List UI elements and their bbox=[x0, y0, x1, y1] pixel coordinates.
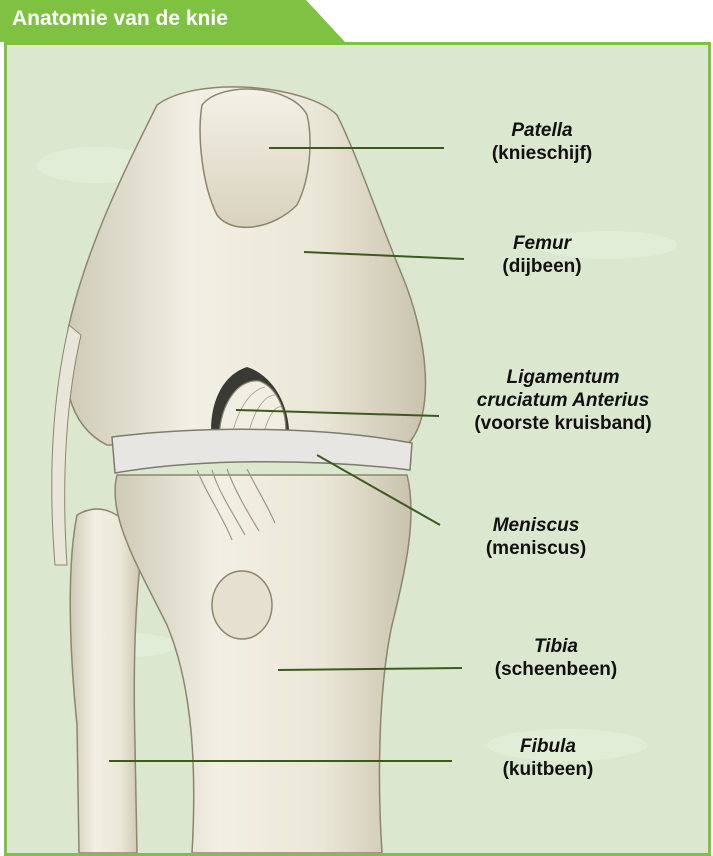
label-tibia-latin: Tibia bbox=[441, 635, 671, 658]
patella-bone bbox=[200, 89, 310, 227]
label-fibula-dutch: (kuitbeen) bbox=[433, 758, 663, 781]
label-patella: Patella (knieschijf) bbox=[427, 119, 657, 165]
fibula-bone bbox=[70, 509, 142, 853]
label-acl-latin-1: Ligamentum bbox=[433, 366, 693, 389]
label-femur-dutch: (dijbeen) bbox=[427, 255, 657, 278]
label-acl-dutch: (voorste kruisband) bbox=[433, 412, 693, 435]
meniscus-band bbox=[112, 429, 412, 473]
label-femur: Femur (dijbeen) bbox=[427, 232, 657, 278]
knee-illustration bbox=[7, 45, 708, 853]
label-fibula-latin: Fibula bbox=[433, 735, 663, 758]
label-tibia-dutch: (scheenbeen) bbox=[441, 658, 671, 681]
title-tab: Anatomie van de knie bbox=[0, 0, 345, 42]
label-meniscus-dutch: (meniscus) bbox=[421, 537, 651, 560]
label-meniscus-latin: Meniscus bbox=[421, 514, 651, 537]
label-meniscus: Meniscus (meniscus) bbox=[421, 514, 651, 560]
tibia-bone bbox=[115, 475, 411, 853]
fibular-head bbox=[212, 571, 272, 639]
label-fibula: Fibula (kuitbeen) bbox=[433, 735, 663, 781]
label-femur-latin: Femur bbox=[427, 232, 657, 255]
diagram-title: Anatomie van de knie bbox=[12, 7, 228, 31]
diagram-panel: Patella (knieschijf) Femur (dijbeen) Lig… bbox=[4, 42, 711, 856]
label-patella-latin: Patella bbox=[427, 119, 657, 142]
label-acl-latin-2: cruciatum Anterius bbox=[433, 389, 693, 412]
label-tibia: Tibia (scheenbeen) bbox=[441, 635, 671, 681]
label-patella-dutch: (knieschijf) bbox=[427, 142, 657, 165]
label-acl: Ligamentum cruciatum Anterius (voorste k… bbox=[433, 366, 693, 435]
